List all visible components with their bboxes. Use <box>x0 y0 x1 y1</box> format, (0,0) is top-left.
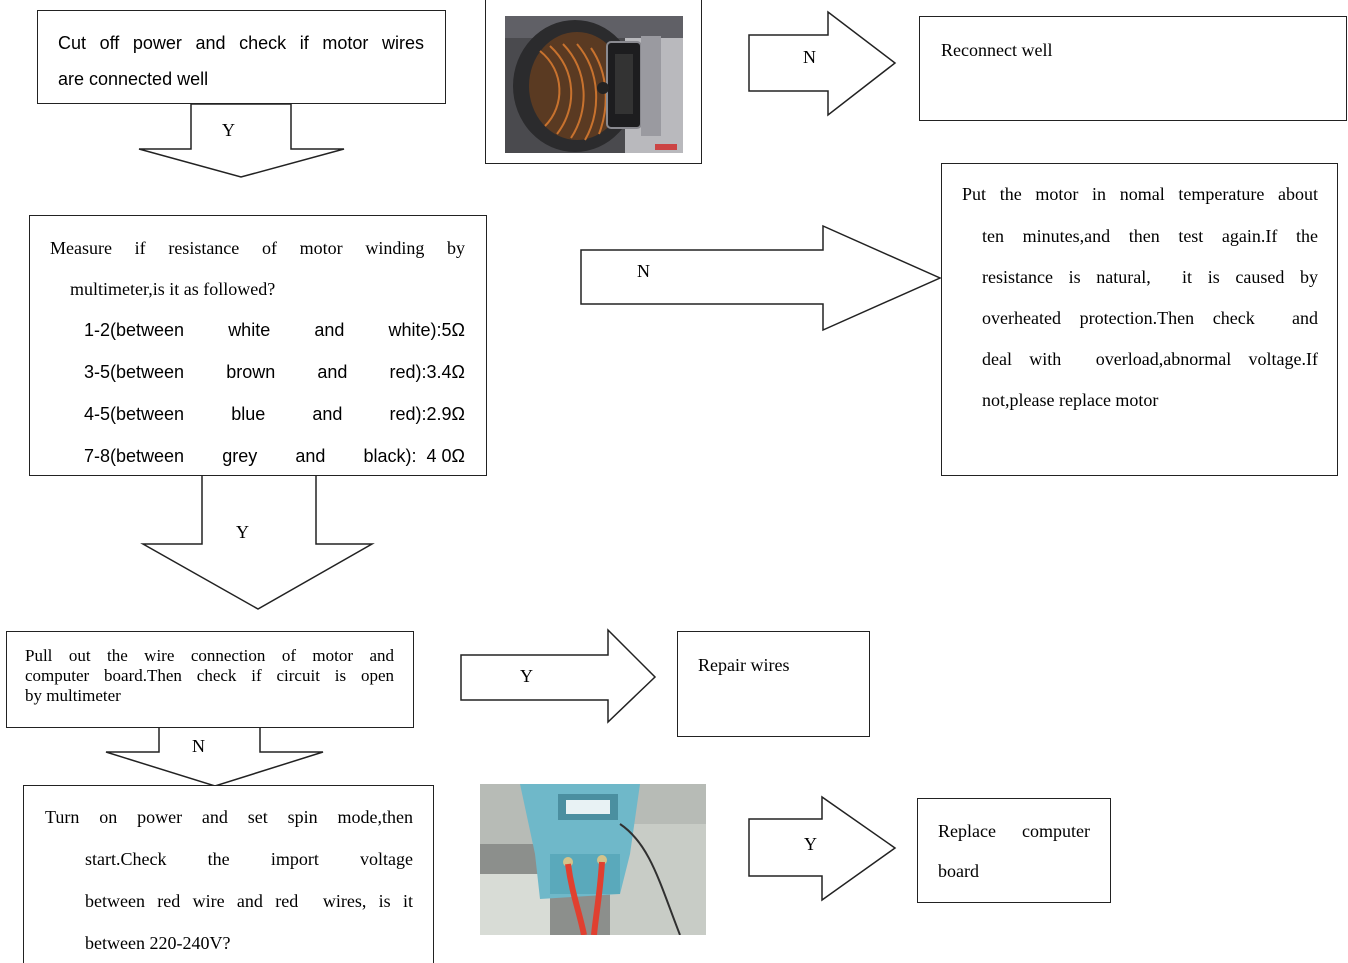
turn-on-yes-label: Y <box>804 834 817 854</box>
check-wires-yes-label: Y <box>222 120 235 140</box>
reconnect-text: Reconnect well <box>941 40 1053 60</box>
right-arrow-no-1 <box>748 10 897 117</box>
measure-resistance-box: Measure if resistance of motor winding b… <box>29 215 487 476</box>
motor-connector-photo <box>505 16 683 153</box>
overheat-text-line: overheated protection.Then check and <box>982 308 1318 328</box>
right-arrow-no-2 <box>580 224 942 332</box>
motor-photo-frame <box>485 0 702 164</box>
turn-on-text-line: between red wire and red wires, is it <box>85 891 413 911</box>
check-wires-text-line1: Cut off power and check if motor wires <box>58 33 424 53</box>
overheat-text-line: deal with overload,abnormal voltage.If <box>982 349 1318 369</box>
pull-wire-text-line: Pull out the wire connection of motor an… <box>25 646 394 665</box>
replace-board-text-line2: board <box>938 861 979 881</box>
replace-board-text-line1: Replace computer <box>938 821 1090 841</box>
turn-on-text-line: Turn on power and set spin mode,then <box>45 807 413 827</box>
pull-wire-text-line: by multimeter <box>25 686 121 705</box>
right-arrow-yes-1 <box>460 628 657 724</box>
overheat-text-line: ten minutes,and then test again.If the <box>982 226 1318 246</box>
pull-wire-no-label: N <box>192 736 205 756</box>
measure-text-line2: multimeter,is it as followed? <box>70 279 276 299</box>
pull-wire-yes-label: Y <box>520 666 533 686</box>
right-arrow-yes-2 <box>748 795 897 902</box>
pull-wire-text-line: computer board.Then check if circuit is … <box>25 666 394 685</box>
check-wires-no-label: N <box>803 47 816 67</box>
repair-wires-text: Repair wires <box>698 655 790 675</box>
down-arrow-no-1 <box>105 726 324 787</box>
turn-on-text-line: start.Check the import voltage <box>85 849 413 869</box>
overheat-protection-box: Put the motor in nomal temperature about… <box>941 163 1338 476</box>
voltage-test-photo <box>480 784 706 935</box>
pull-wire-box: Pull out the wire connection of motor an… <box>6 631 414 728</box>
measure-yes-label: Y <box>236 522 249 542</box>
measure-no-label: N <box>637 261 650 281</box>
turn-on-power-box: Turn on power and set spin mode,then sta… <box>23 785 434 963</box>
check-wires-text-line2: are connected well <box>58 69 209 89</box>
overheat-text-line: not,please replace motor <box>982 390 1159 410</box>
overheat-text-line: Put the motor in nomal temperature about <box>962 184 1318 204</box>
reconnect-box: Reconnect well <box>919 16 1347 121</box>
down-arrow-yes-1 <box>138 103 345 178</box>
turn-on-text-line: between 220-240V? <box>85 933 231 953</box>
down-arrow-yes-2 <box>140 473 375 610</box>
measure-text-line1: Measure if resistance of motor winding b… <box>50 238 465 258</box>
replace-board-box: Replace computer board <box>917 798 1111 903</box>
repair-wires-box: Repair wires <box>677 631 870 737</box>
overheat-text-line: resistance is natural, it is caused by <box>982 267 1318 287</box>
check-wires-box: Cut off power and check if motor wires a… <box>37 10 446 104</box>
